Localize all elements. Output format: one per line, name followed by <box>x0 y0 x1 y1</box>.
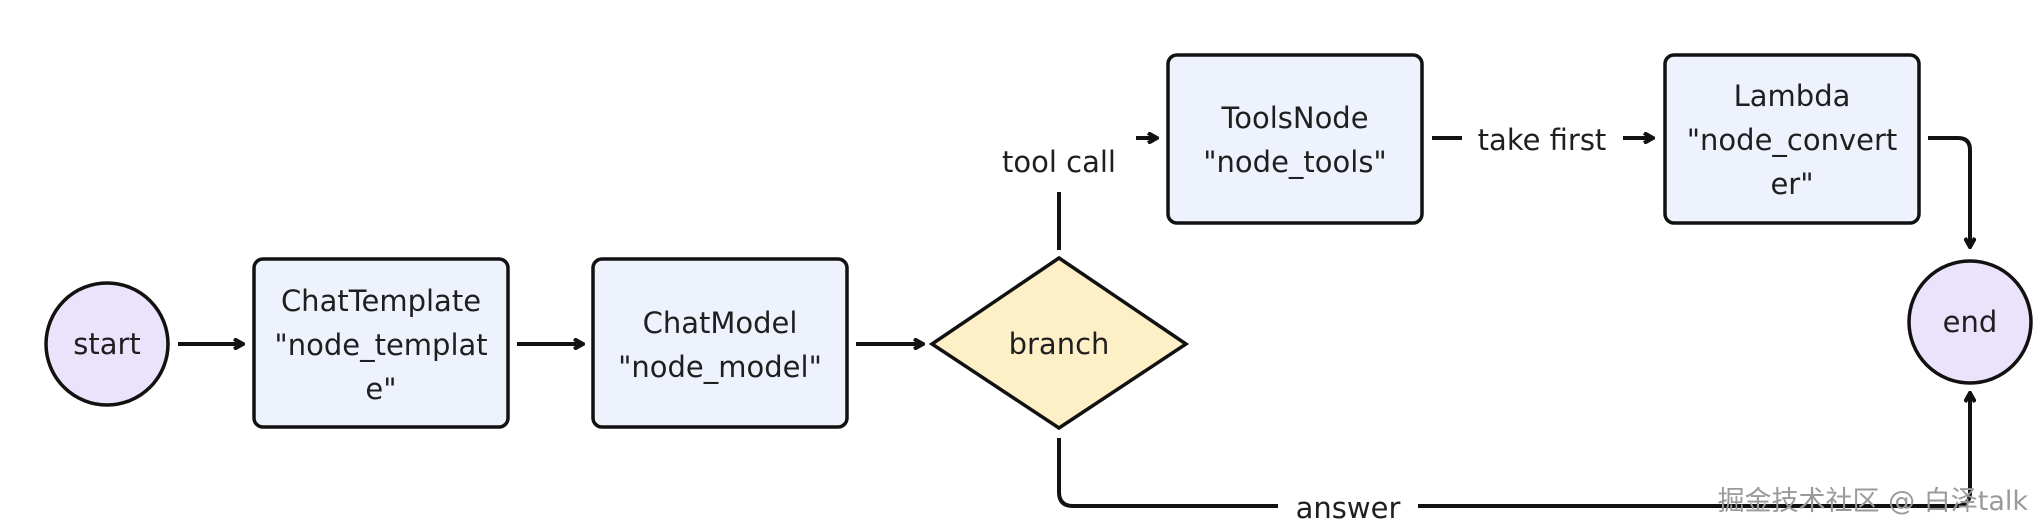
node-chat-template-line1: ChatTemplate <box>281 284 481 318</box>
node-lambda-line3: er" <box>1770 167 1813 201</box>
node-lambda-line1: Lambda <box>1734 79 1851 113</box>
node-end: end <box>1907 259 2033 385</box>
node-chat-model: ChatModel "node_model" <box>591 257 849 429</box>
node-tools-line2: "node_tools" <box>1203 145 1387 179</box>
edge-label-tool-call: tool call <box>1002 145 1116 179</box>
node-lambda: Lambda "node_convert er" <box>1663 53 1921 225</box>
edge-label-take-first: take first <box>1478 123 1607 157</box>
edge-branch-to-answer <box>1057 438 1278 508</box>
node-tools-line1: ToolsNode <box>1220 101 1368 135</box>
edge-label-answer: answer <box>1296 491 1401 525</box>
node-chat-model-line2: "node_model" <box>618 350 822 384</box>
node-start: start <box>44 281 170 407</box>
node-chat-model-line1: ChatModel <box>643 306 798 340</box>
watermark: 掘金技术社区 @ 白泽talk <box>1718 486 2029 517</box>
node-chat-template-line3: e" <box>365 372 396 406</box>
node-end-label: end <box>1943 305 1998 339</box>
node-lambda-line2: "node_convert <box>1687 123 1898 157</box>
node-branch-label: branch <box>1009 327 1110 361</box>
node-start-label: start <box>73 327 141 361</box>
node-tools: ToolsNode "node_tools" <box>1166 53 1424 225</box>
node-branch: branch <box>928 255 1190 431</box>
edge-lambda-to-end <box>1928 136 1970 246</box>
edge-answer-to-end <box>1418 394 1970 508</box>
node-chat-template: ChatTemplate "node_templat e" <box>252 257 510 429</box>
node-chat-template-line2: "node_templat <box>274 328 487 362</box>
